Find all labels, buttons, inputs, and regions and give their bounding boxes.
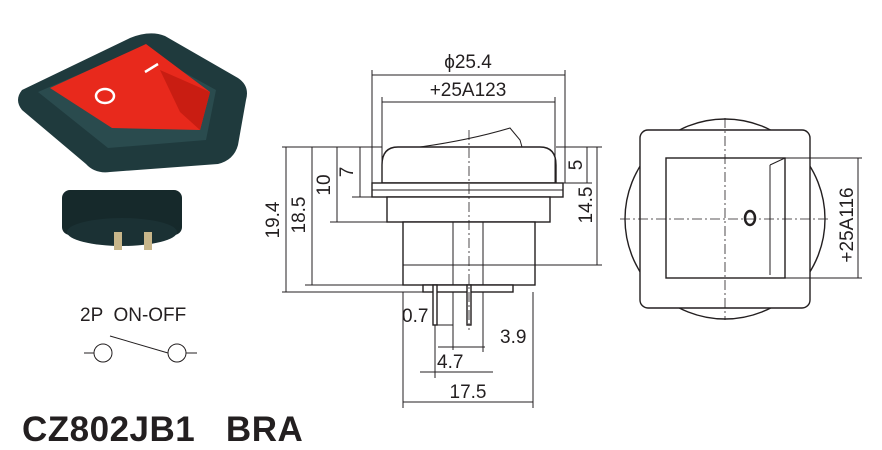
dim-17-5: 17.5 — [450, 382, 487, 403]
dim-cutout-height: +25A116 — [837, 187, 858, 262]
dim-3-9: 3.9 — [500, 327, 526, 348]
circuit-label: 2P ON-OFF — [80, 305, 187, 326]
dim-7: 7 — [337, 167, 358, 178]
front-view: +25A116 — [620, 118, 862, 320]
model-title: CZ802JB1 BRA — [22, 410, 304, 449]
on-symbol-icon — [144, 62, 159, 74]
dim-0-7: 0.7 — [402, 306, 428, 327]
switch-schematic-icon — [84, 335, 197, 363]
dim-14-5: 14.5 — [576, 187, 597, 224]
terminal — [432, 284, 438, 326]
off-symbol-icon — [94, 87, 116, 105]
switch-photo — [18, 33, 247, 250]
dim-diameter: ϕ25.4 — [444, 52, 492, 73]
side-view: ϕ25.4 +25A123 19.4 18.5 10 7 5 14.5 0.7 … — [263, 52, 602, 408]
dim-body-height: 18.5 — [289, 197, 310, 234]
dim-4-7: 4.7 — [437, 352, 463, 373]
dim-5: 5 — [566, 160, 587, 171]
rocker — [50, 44, 210, 130]
dim-cutout-width: +25A123 — [430, 80, 507, 101]
off-mark-icon — [743, 209, 757, 227]
dim-total-height: 19.4 — [263, 201, 284, 238]
dim-10: 10 — [314, 174, 335, 195]
